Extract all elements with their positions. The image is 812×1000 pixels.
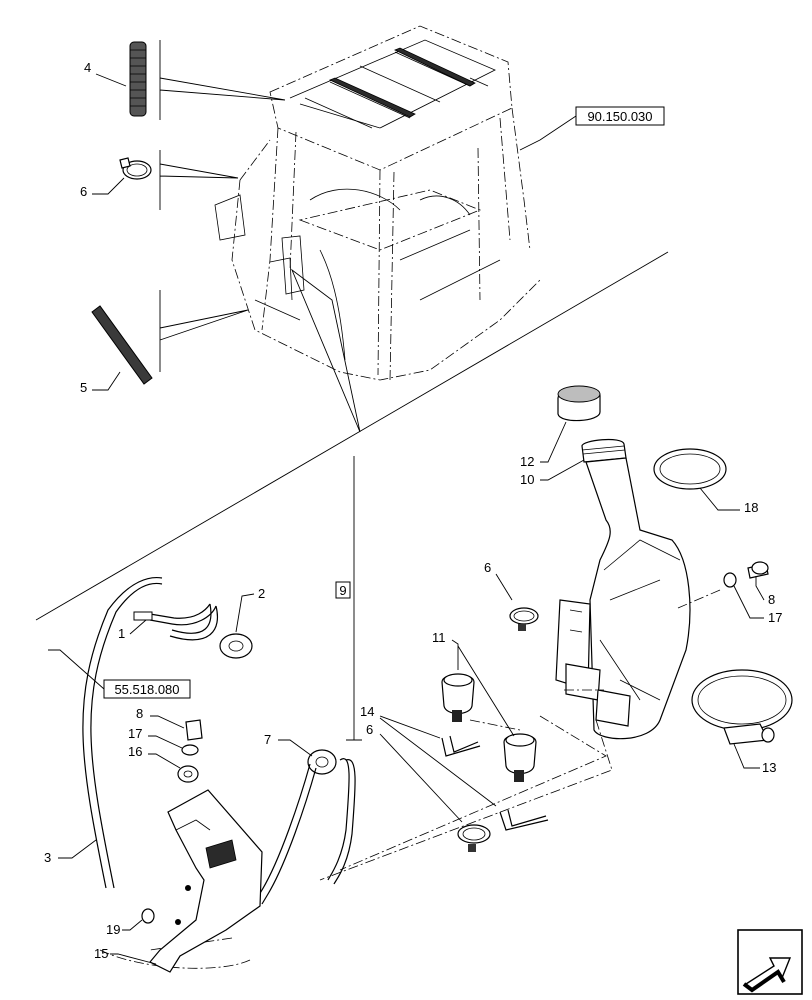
hose-clip-6a — [119, 157, 152, 180]
hose-clip-6c — [457, 824, 491, 852]
hose-clamp-13 — [691, 669, 793, 745]
hose-clip-6b — [509, 607, 539, 631]
callout-5: 5 — [80, 380, 87, 395]
callout-6-center: 6 — [484, 560, 491, 575]
ref-cab-text: 90.150.030 — [587, 109, 652, 124]
callout-6-lower: 6 — [366, 722, 373, 737]
washer-hose-3 — [82, 576, 163, 889]
callout-18: 18 — [744, 500, 758, 515]
callout-6: 6 — [80, 184, 87, 199]
callout-16: 16 — [128, 744, 142, 759]
callout-17-right: 17 — [768, 610, 782, 625]
hose-elbow-14b — [499, 809, 549, 831]
callout-4: 4 — [84, 60, 91, 75]
callout-13: 13 — [762, 760, 776, 775]
callout-8-right: 8 — [768, 592, 775, 607]
callout-17-left: 17 — [128, 726, 142, 741]
callout-14: 14 — [360, 704, 374, 719]
callout-10: 10 — [520, 472, 534, 487]
hose-elbow-14a — [441, 735, 481, 757]
section-divider — [35, 251, 669, 621]
corrugated-tube-4 — [129, 41, 147, 117]
ref-harness-text: 55.518.080 — [114, 682, 179, 697]
washer-reservoir-10 — [555, 438, 691, 740]
ref-box-cab[interactable]: 90.150.030 — [575, 106, 665, 126]
washer-pump-11a — [441, 673, 475, 722]
callout-19: 19 — [106, 922, 120, 937]
grommet-2 — [219, 633, 253, 659]
cab-detail-leader — [290, 268, 361, 433]
hose-connector-1 — [133, 603, 218, 641]
cab-assembly — [214, 25, 541, 381]
callout-15: 15 — [94, 946, 108, 961]
reservoir-cap-12 — [557, 385, 601, 422]
washer-pump-11b — [503, 733, 537, 782]
callout-3: 3 — [44, 850, 51, 865]
callout-2: 2 — [258, 586, 265, 601]
bolt-8-left — [177, 719, 203, 783]
callout-1: 1 — [118, 626, 125, 641]
callout-8-left: 8 — [136, 706, 143, 721]
bolt-8-right — [723, 561, 769, 588]
callout-11: 11 — [432, 630, 446, 645]
spacer-19 — [141, 908, 155, 924]
next-page-arrow-icon[interactable] — [737, 929, 803, 995]
washer-hose-center — [327, 758, 356, 885]
mounting-bracket-15 — [149, 789, 263, 973]
corrugated-tube-5 — [91, 305, 153, 385]
ref-box-harness[interactable]: 55.518.080 — [103, 679, 191, 699]
seal-ring-18 — [653, 448, 727, 490]
callout-12: 12 — [520, 454, 534, 469]
callout-9: 9 — [339, 583, 346, 598]
group-9-box — [335, 581, 351, 599]
grommet-7 — [307, 749, 337, 775]
washer-hose-right — [255, 763, 317, 905]
callout-7: 7 — [264, 732, 271, 747]
